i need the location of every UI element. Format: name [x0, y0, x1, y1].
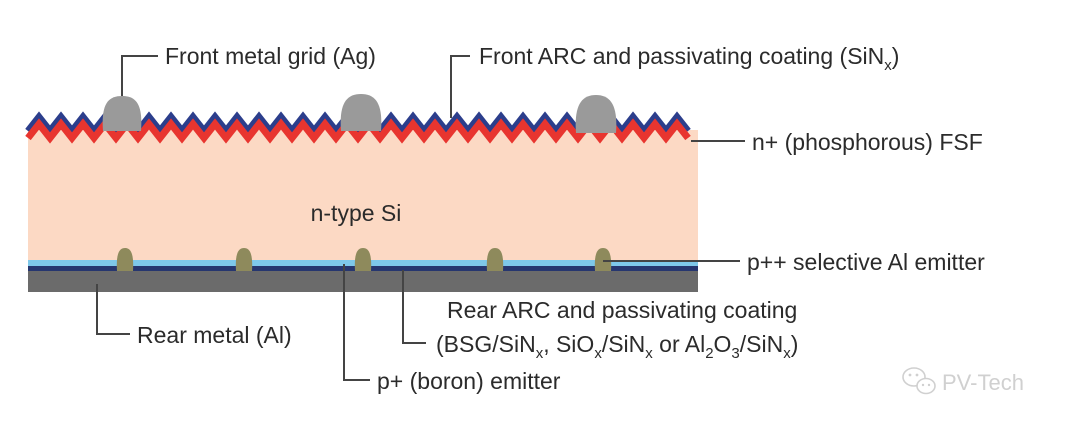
label-selective-emitter: p++ selective Al emitter	[747, 249, 985, 275]
label-boron-emitter: p+ (boron) emitter	[377, 368, 561, 394]
al-emitter-contact	[235, 248, 253, 271]
al-emitter-contact	[486, 248, 504, 271]
watermark-text: PV-Tech	[942, 370, 1024, 395]
label-rear-arc: Rear ARC and passivating coating	[447, 297, 797, 323]
label-rear-metal: Rear metal (Al)	[137, 322, 292, 348]
wechat-icon	[902, 367, 936, 395]
label-front-grid: Front metal grid (Ag)	[165, 43, 376, 69]
rear-metal-layer	[28, 271, 698, 292]
label-rear-arc-materials: (BSG/SiNx, SiOx/SiNx or Al2O3/SiNx)	[436, 331, 798, 362]
leader-rear-arc	[402, 270, 426, 344]
al-emitter-contact	[594, 248, 612, 271]
fsf-layer	[25, 118, 691, 144]
n-type-si-substrate	[28, 130, 698, 260]
front-grid-finger	[102, 96, 142, 131]
front-grid-finger	[340, 94, 382, 131]
al-emitter-contact	[354, 248, 372, 271]
label-fsf: n+ (phosphorous) FSF	[752, 129, 983, 155]
al-emitter-contact	[116, 248, 134, 271]
leader-boron-emitter	[343, 264, 370, 381]
label-front-arc: Front ARC and passivating coating (SiNx)	[479, 43, 899, 74]
front-grid-finger	[575, 95, 617, 133]
label-n-type-si: n-type Si	[311, 200, 402, 226]
leader-front-arc	[450, 55, 470, 118]
leader-rear-metal	[96, 284, 130, 335]
leader-front-grid	[121, 55, 158, 96]
watermark: PV-Tech	[902, 367, 1024, 395]
